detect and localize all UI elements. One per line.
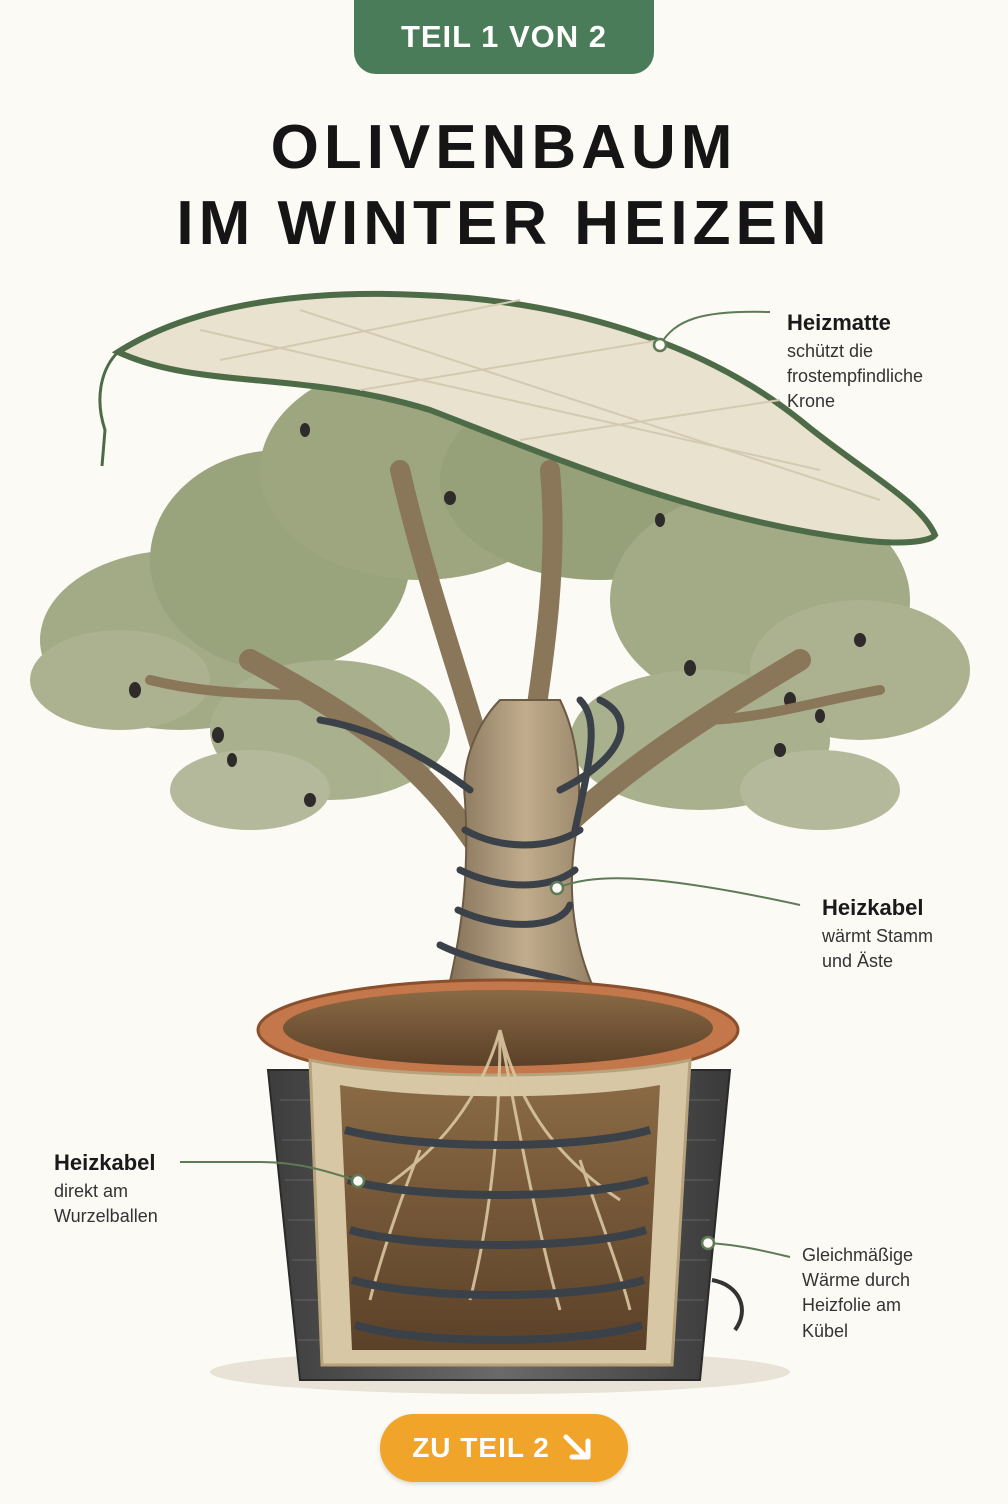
label-heizmatte-heading: Heizmatte bbox=[787, 310, 891, 335]
trunk bbox=[438, 699, 612, 1021]
label-heizkabel-stamm: Heizkabel wärmt Stamm und Äste bbox=[822, 893, 933, 974]
next-part-button[interactable]: ZU TEIL 2 bbox=[380, 1414, 628, 1482]
label-heizkabel-wurzel-text: direkt am Wurzelballen bbox=[54, 1180, 158, 1226]
page-title-line-2: IM WINTER HEIZEN bbox=[176, 189, 832, 258]
leader-dot-heizmatte bbox=[652, 337, 668, 353]
olive-foliage bbox=[30, 360, 970, 830]
page-title-line-1: OLIVENBAUM bbox=[270, 113, 738, 182]
part-badge: TEIL 1 VON 2 bbox=[354, 0, 654, 74]
plant-pot bbox=[256, 978, 744, 1381]
heat-foil-cable bbox=[711, 1278, 744, 1332]
arrow-down-right-icon bbox=[563, 1434, 591, 1460]
label-heizkabel-stamm-heading: Heizkabel bbox=[822, 895, 924, 920]
label-heizfolie-text: Gleichmäßige Wärme durch Heizfolie am Kü… bbox=[802, 1245, 914, 1341]
label-heizfolie: Gleichmäßige Wärme durch Heizfolie am Kü… bbox=[802, 1243, 913, 1344]
heat-mat bbox=[98, 290, 939, 546]
label-heizmatte: Heizmatte schützt die frostempfindliche … bbox=[787, 308, 923, 414]
next-part-button-label: ZU TEIL 2 bbox=[412, 1432, 550, 1463]
olives bbox=[129, 423, 866, 807]
leader-dot-heizfolie bbox=[700, 1235, 716, 1251]
root-heating-cable bbox=[343, 1126, 652, 1344]
label-heizkabel-wurzel-heading: Heizkabel bbox=[54, 1150, 156, 1175]
part-badge-label: TEIL 1 VON 2 bbox=[400, 19, 608, 54]
leader-dot-heizkabel-wurzel bbox=[350, 1173, 366, 1189]
leader-lines bbox=[180, 310, 801, 1258]
leader-dots bbox=[350, 337, 716, 1251]
leader-dot-heizkabel-stamm bbox=[549, 880, 565, 896]
label-heizkabel-wurzel: Heizkabel direkt am Wurzelballen bbox=[54, 1148, 158, 1229]
label-heizmatte-text: schützt die frostempfindliche Krone bbox=[787, 340, 924, 412]
label-heizkabel-stamm-text: wärmt Stamm und Äste bbox=[822, 925, 934, 971]
